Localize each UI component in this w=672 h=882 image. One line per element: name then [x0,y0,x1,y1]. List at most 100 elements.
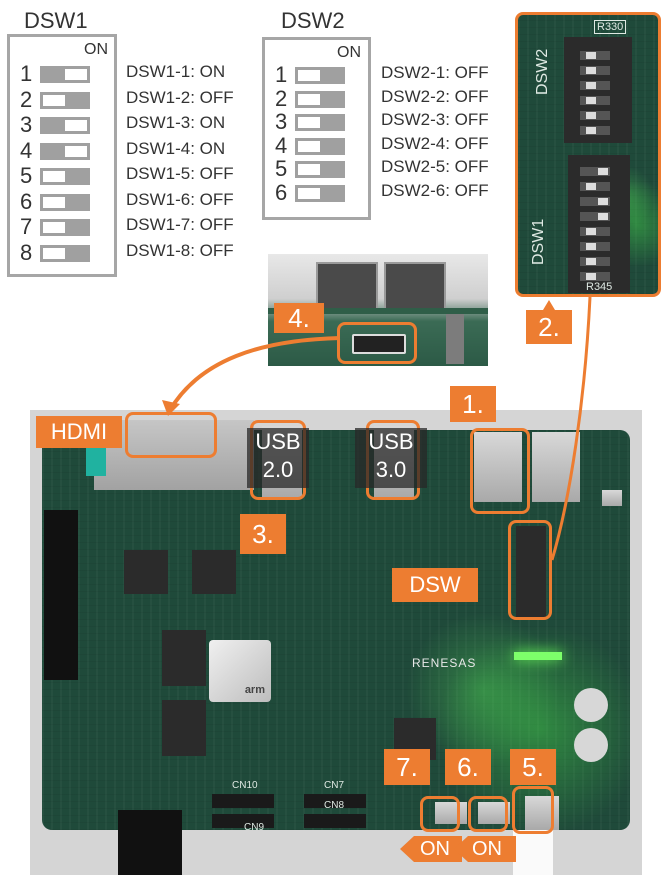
dsw1-component [568,155,630,293]
dsw1-closeup-switch [580,242,610,251]
switch-number: 8 [20,239,33,265]
silk-dsw2: DSW2 [534,48,551,95]
ic-chip [192,550,236,594]
switch-number: 3 [275,109,288,134]
silk-cn7: CN7 [324,780,345,791]
usb-c-cable [513,830,553,875]
switch-number: 6 [275,179,288,205]
callout-step-2: 2. [526,310,572,344]
switch-6-highlight [468,796,508,832]
dsw1-closeup-switch [580,272,610,281]
callout-step-1: 1. [450,386,496,422]
usb2-label-line1: USB [255,429,301,454]
arm-logo: arm [244,684,265,696]
dsw2-closeup-switch [580,51,610,60]
switch-toggle-off [40,244,90,262]
switch-7-highlight [420,796,460,832]
connector-cn7 [304,794,366,808]
closeup-knob [586,127,596,134]
silk-cn10: CN10 [232,780,258,791]
on-label-6: ON [472,838,502,860]
hdmi-port [352,334,406,354]
switch-number: 5 [275,156,288,181]
silk-cn8: CN8 [324,800,345,811]
callout-step-2-pointer [543,300,555,310]
switch-toggle-off [295,137,345,155]
dsw2-title: DSW2 [281,8,345,33]
callout-step-7: 7. [384,749,430,785]
switch-toggle-on [40,142,90,160]
on-arrow-7 [400,836,462,862]
closeup-knob [586,183,596,190]
switch-toggle-on [40,117,90,134]
hdmi-highlight [125,412,217,458]
silk-r330: R330 [594,20,627,34]
on-label-7: ON [420,838,450,860]
closeup-knob [586,67,596,74]
dsw1-closeup-switch [580,197,610,206]
closeup-knob [586,258,596,265]
callout-dsw: DSW [392,568,478,602]
switch-state-label: DSW1-2: OFF [126,87,234,107]
closeup-knob [586,82,596,89]
standoff [446,314,464,364]
status-leds [514,652,562,660]
dsw2-closeup-switch [580,126,610,135]
closeup-knob [586,243,596,250]
switch-number: 3 [20,112,33,137]
connector-cn9 [212,814,274,828]
dsw1-title: DSW1 [24,8,88,33]
pcie-slot [44,510,78,680]
switch-number: 1 [20,61,33,86]
sd-card-slot-1 [474,432,522,502]
switch-toggle-off [40,91,90,109]
micro-usb-port [602,490,622,506]
switch-number: 7 [20,214,33,239]
switch-state-label: DSW2-4: OFF [381,133,489,153]
hdmi-port-highlight [337,322,417,364]
closeup-knob [586,273,596,280]
switch-state-label: DSW1-6: OFF [126,189,234,209]
connector-cn8 [304,814,366,828]
dsw-closeup-photo: DSW2 R330 DSW1 R345 [515,12,661,297]
usb-c-highlight [512,786,554,834]
closeup-knob [586,52,596,59]
callout-step-6: 6. [445,749,491,785]
switch-state-label: DSW2-2: OFF [381,86,489,106]
switch-state-label: DSW1-5: OFF [126,164,234,183]
dsw1-closeup-switch [580,167,610,176]
switch-toggle-off [295,161,345,178]
switch-state-label: DSW1-1: ON [126,62,226,81]
switch-knob [298,70,320,81]
switch-knob [298,117,320,128]
switch-number: 2 [275,85,288,111]
callout-step-5: 5. [510,749,556,785]
switch-state-label: DSW2-6: OFF [381,180,489,200]
silk-dsw1: DSW1 [530,218,547,265]
dsw1-closeup-switch [580,227,610,236]
switch-state-label: DSW1-7: OFF [126,215,234,234]
switch-toggle-off [295,184,345,202]
callout-hdmi: HDMI [36,416,122,448]
silk-r345: R345 [586,281,613,293]
dsw2-closeup-switch [580,81,610,90]
switch-state-label: DSW1-4: ON [126,138,226,158]
switch-state-label: DSW2-3: OFF [381,110,489,129]
ethernet-port-2 [384,262,446,310]
switch-knob [298,164,320,175]
memory-chip [162,630,206,686]
dsw1-closeup-switch [580,212,610,221]
switch-knob [43,247,65,259]
dsw1-closeup-switch [580,182,610,191]
ribbon-cable [118,810,182,875]
switch-knob [43,171,65,182]
switch-toggle-off [295,90,345,108]
switch-knob [298,93,320,105]
usb3-label: USB 3.0 [355,428,427,488]
on-arrow-6 [454,836,516,862]
closeup-knob [586,112,596,119]
silk-cn9: CN9 [244,822,265,833]
closeup-knob [598,168,608,175]
switch-knob [65,145,87,157]
usb2-label-line2: 2.0 [262,456,294,482]
